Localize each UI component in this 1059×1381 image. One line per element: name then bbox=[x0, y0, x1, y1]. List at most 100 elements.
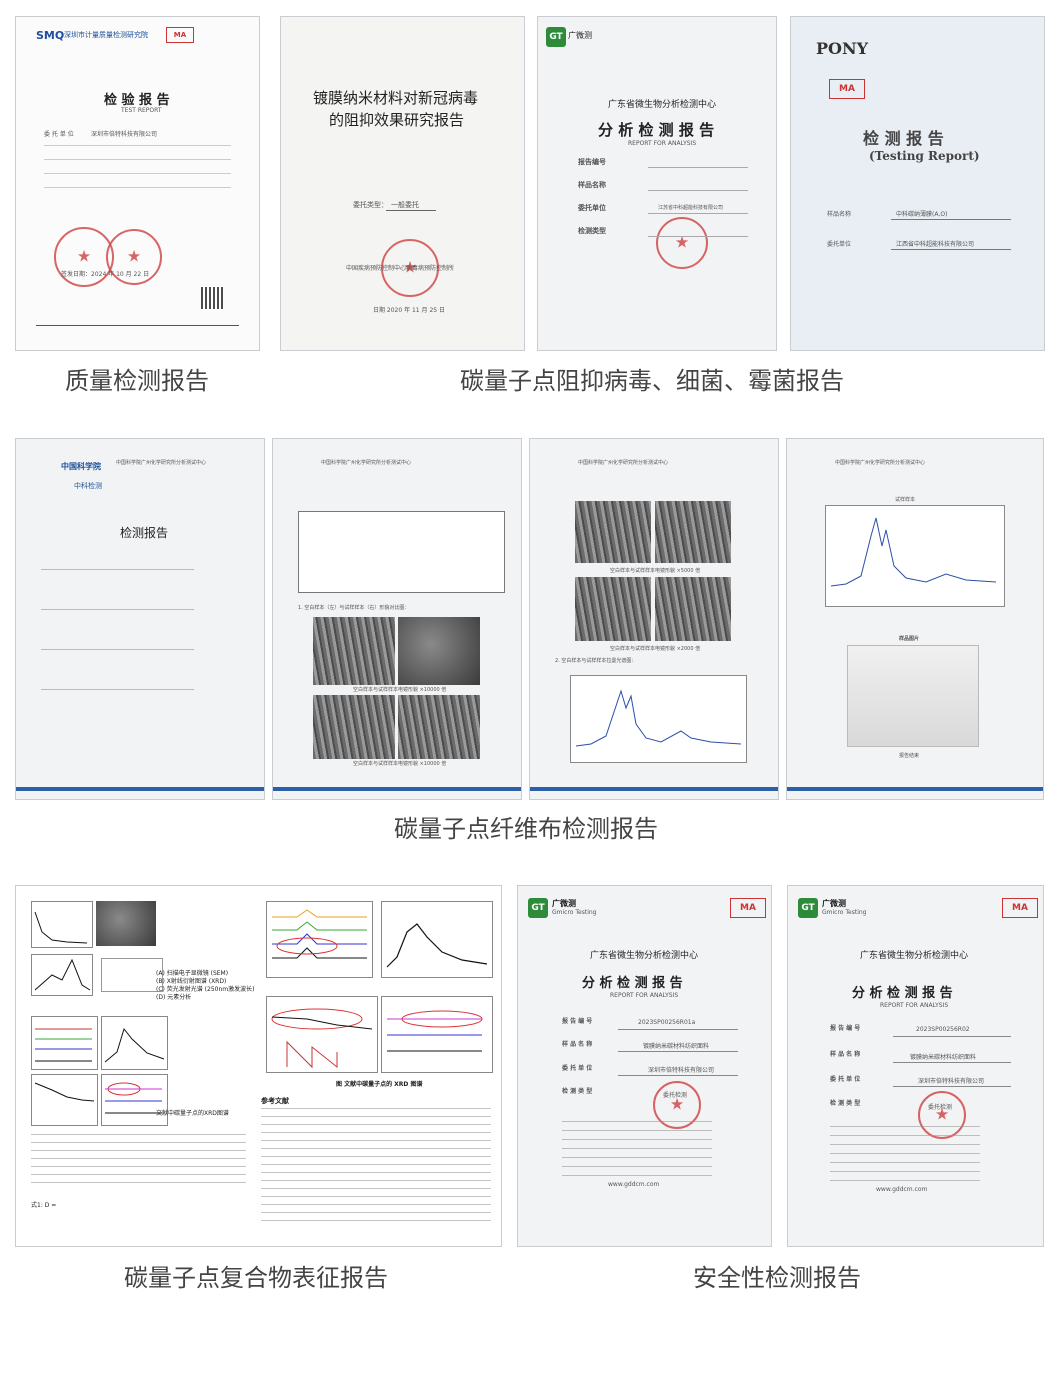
xrd-plot bbox=[101, 1016, 168, 1070]
section2: 2. 空白样本与试样样本拉曼光谱图： bbox=[555, 658, 637, 664]
footer-bar bbox=[787, 787, 1043, 791]
website: www.gddcm.com bbox=[876, 1186, 928, 1193]
plot-curve bbox=[104, 1027, 165, 1063]
sample-value: 镀膜纳米碳材料纺织面料 bbox=[910, 1054, 977, 1061]
test-type-label: 检 测 类 型 bbox=[562, 1088, 593, 1095]
gdm-title: 分 析 检 测 报 告 bbox=[852, 986, 953, 1001]
sem-caption: 空白样本与试样样本电镜形貌 ×5000 倍 bbox=[610, 568, 701, 574]
cas-raman-page-image: 中国科学院广州化学研究所分析测试中心 空白样本与试样样本电镜形貌 ×5000 倍… bbox=[529, 438, 779, 800]
quality-org: 深圳市计量质量检测研究院 bbox=[64, 31, 148, 39]
gdm-brand-en: Gmicro Testing bbox=[552, 909, 597, 916]
underline bbox=[386, 210, 436, 211]
client-label: 委 托 单 位 bbox=[44, 131, 74, 138]
report-end: 报告结束 bbox=[899, 753, 920, 759]
smq-logo: SMQ bbox=[36, 29, 65, 42]
divider bbox=[44, 187, 231, 188]
gdm-subtitle: REPORT FOR ANALYSIS bbox=[628, 140, 697, 147]
official-seal bbox=[106, 229, 162, 285]
client-label: 委托单位 bbox=[827, 241, 852, 248]
sem-image bbox=[313, 617, 395, 685]
caption-composite: 碳量子点复合物表征报告 bbox=[124, 1264, 388, 1292]
gdm-center: 广东省微生物分析检测中心 bbox=[590, 951, 699, 961]
sample-spectrum-label: 试样样本 bbox=[895, 497, 916, 503]
sem-image bbox=[313, 695, 395, 759]
sem-caption: 空白样本与试样样本电镜形貌 ×10000 倍 bbox=[353, 687, 447, 693]
xrd-plot-2 bbox=[381, 901, 493, 978]
quality-report-image: SMQ 深圳市计量质量检测研究院 MA 检 验 报 告 TEST REPORT … bbox=[15, 16, 260, 351]
sem-plot bbox=[31, 901, 93, 948]
sample-label: 样品名称 bbox=[827, 211, 852, 218]
paragraph-text bbox=[31, 1134, 246, 1190]
divider bbox=[44, 173, 231, 174]
element-table bbox=[101, 958, 163, 992]
sample-value: 中科碳纳薄膜(A,O) bbox=[896, 211, 948, 218]
report-no-value: 2023SP00256R02 bbox=[916, 1026, 970, 1033]
legend-c: (C) 荧光发射光谱 (250nm激发波长) bbox=[156, 986, 255, 993]
cma-mark: MA bbox=[166, 27, 194, 43]
cdc-date: 日期 2020 年 11 月 25 日 bbox=[373, 307, 445, 314]
plot-curve bbox=[386, 923, 488, 968]
plot-curve bbox=[271, 1008, 373, 1069]
plot-curve bbox=[272, 909, 367, 959]
report-no-label: 报告编号 bbox=[578, 158, 606, 166]
cdc-report-image: 镀膜纳米材料对新冠病毒 的阻抑效果研究报告 委托类型： 一般委托 中国疾病预防控… bbox=[280, 16, 525, 351]
xrd-caption: 文献中碳量子点的XRD图谱 bbox=[156, 1110, 229, 1117]
qr-code-icon bbox=[201, 287, 223, 309]
divider bbox=[618, 1029, 738, 1030]
gdm-brand: 广微测 bbox=[552, 899, 576, 908]
fabric-sample-photo bbox=[847, 645, 979, 747]
report-no-label: 报 告 编 号 bbox=[562, 1018, 593, 1025]
report-no-label: 报 告 编 号 bbox=[830, 1025, 861, 1032]
client-value: 江西省中科超能科技有限公司 bbox=[896, 241, 975, 248]
client-label: 委托单位 bbox=[578, 204, 606, 212]
cma-mark: MA bbox=[730, 898, 766, 918]
caption-fiber: 碳量子点纤维布检测报告 bbox=[394, 815, 658, 843]
cas-header: 中国科学院广州化学研究所分析测试中心 bbox=[835, 460, 926, 466]
result-table bbox=[298, 511, 505, 593]
test-type-label: 检测类型 bbox=[578, 227, 606, 235]
cas-brand2: 中科检测 bbox=[74, 482, 102, 490]
address-block bbox=[830, 1126, 980, 1181]
gdm-title: 分 析 检 测 报 告 bbox=[598, 121, 715, 139]
cma-mark: MA bbox=[829, 79, 865, 99]
gdm-brand-en: Gmicro Testing bbox=[822, 909, 867, 916]
spectrum-curve bbox=[830, 517, 997, 587]
xrd-plot-3 bbox=[266, 996, 378, 1073]
sem-image bbox=[398, 695, 480, 759]
safety-report-2-image: GT 广微测 Gmicro Testing MA 广东省微生物分析检测中心 分 … bbox=[787, 885, 1044, 1247]
gdm-subtitle: REPORT FOR ANALYSIS bbox=[610, 992, 679, 999]
plot-curve bbox=[387, 1010, 483, 1052]
cdc-type-value: 一般委托 bbox=[391, 201, 419, 209]
sample-value: 镀膜纳米碳材料纺织面料 bbox=[643, 1043, 710, 1050]
divider bbox=[618, 1075, 738, 1076]
gdm-logo-icon: GT bbox=[528, 898, 548, 918]
official-seal bbox=[656, 217, 708, 269]
legend-b: (B) X射线衍射图谱 (XRD) bbox=[156, 978, 227, 985]
official-seal bbox=[381, 239, 439, 297]
xrd-plot bbox=[101, 1074, 168, 1126]
section1: 1. 空白样本（左）与试样样本（右）形貌对比图： bbox=[298, 605, 410, 611]
footer-bar bbox=[16, 787, 264, 791]
sem-image bbox=[655, 577, 731, 641]
pony-logo: PONY bbox=[816, 39, 869, 58]
gdm-brand: 广微测 bbox=[568, 31, 592, 40]
xrd-plot-4 bbox=[381, 996, 493, 1073]
plot-curve bbox=[105, 1082, 162, 1114]
sem-caption: 空白样本与试样样本电镜形貌 ×10000 倍 bbox=[353, 761, 447, 767]
client-value: 深圳市倍特科技有限公司 bbox=[648, 1067, 715, 1074]
cas-sample-page-image: 中国科学院广州化学研究所分析测试中心 试样样本 样品图片 报告结束 bbox=[786, 438, 1044, 800]
issue-date: 签发日期：2024 年 10 月 22 日 bbox=[61, 271, 150, 278]
pony-title: 检 测 报 告 bbox=[863, 129, 944, 148]
client-value: 江苏省中科超能科技有限公司 bbox=[658, 205, 724, 211]
cas-header: 中国科学院广州化学研究所分析测试中心 bbox=[578, 460, 669, 466]
gdm-logo-icon: GT bbox=[546, 27, 566, 47]
raman-curve bbox=[575, 689, 742, 747]
tem-image bbox=[96, 901, 156, 946]
client-label: 委 托 单 位 bbox=[830, 1076, 861, 1083]
cas-report-cover-image: 中国科学院 中科检测 中国科学院广州化学研究所分析测试中心 检测报告 bbox=[15, 438, 265, 800]
cas-title: 检测报告 bbox=[120, 526, 169, 540]
sample-label: 样 品 名 称 bbox=[562, 1041, 593, 1048]
gdm-subtitle: REPORT FOR ANALYSIS bbox=[880, 1002, 949, 1009]
website: www.gddcm.com bbox=[608, 1181, 660, 1188]
refs-title: 参考文献 bbox=[261, 1097, 289, 1105]
